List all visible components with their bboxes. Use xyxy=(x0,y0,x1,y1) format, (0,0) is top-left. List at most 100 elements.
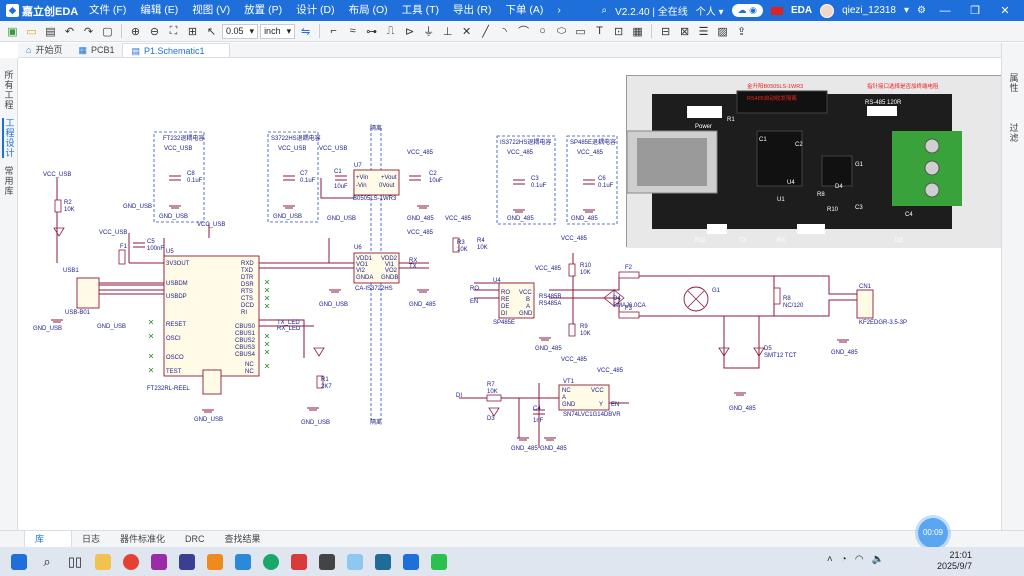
menu-export[interactable]: 导出 (R) xyxy=(453,4,492,16)
gnd-icon[interactable]: ⊥ xyxy=(442,25,453,38)
zoom-out-icon[interactable]: ⊖ xyxy=(149,25,160,38)
arc-icon[interactable]: ◝ xyxy=(502,25,507,38)
u4-body xyxy=(498,282,535,319)
search-icon[interactable]: ⌕ xyxy=(601,5,608,16)
tab-schematic1[interactable]: ▤P1.Schematic1 xyxy=(122,43,231,57)
menu-more-icon[interactable]: › xyxy=(557,4,561,16)
app-icon-4[interactable] xyxy=(230,551,256,573)
mode-select[interactable]: 个人 ▾ xyxy=(695,7,724,18)
stroke-width-select[interactable]: 0.05▾ xyxy=(222,23,259,39)
minimize-button[interactable]: — xyxy=(939,4,951,17)
tab-start[interactable]: ⌂开始页 xyxy=(18,43,70,57)
username[interactable]: qiezi_12318 xyxy=(842,5,896,16)
app-icon-6[interactable] xyxy=(314,551,340,573)
netlabel-icon[interactable]: ⎍ xyxy=(386,24,395,37)
left-tab-common-lib[interactable]: 常用库 xyxy=(4,166,14,196)
app-icon-1[interactable] xyxy=(146,551,172,573)
component-icon[interactable]: ⊟ xyxy=(661,25,671,38)
net-vcc-usb: VCC_USB xyxy=(99,230,127,236)
app-icon-8[interactable] xyxy=(370,551,396,573)
u6-pin: GNDA xyxy=(356,275,373,281)
bottom-tab-standardize[interactable]: 器件标准化 xyxy=(120,534,166,544)
u5-pin: TX_LED xyxy=(277,320,300,326)
table-icon[interactable]: ▦ xyxy=(632,25,643,38)
app-icon-2[interactable] xyxy=(174,551,200,573)
left-tab-all-projects[interactable]: 所有工程 xyxy=(4,70,14,110)
bus-entry-icon[interactable]: ⊶ xyxy=(366,25,378,38)
edge-icon[interactable] xyxy=(258,551,284,573)
menu-view[interactable]: 视图 (V) xyxy=(192,4,231,16)
network-icon[interactable]: ◔ xyxy=(840,554,847,565)
bus-icon[interactable]: ≈ xyxy=(349,25,356,37)
snap-icon[interactable]: ⇋ xyxy=(301,25,311,38)
bottom-tab-find-results[interactable]: 查找结果 xyxy=(224,534,261,544)
net-vcc-485: VCC_485 xyxy=(577,150,604,156)
cloud-status[interactable]: ☁ ◉ xyxy=(731,4,763,17)
power-icon[interactable]: ⏚ xyxy=(423,26,435,38)
avatar[interactable] xyxy=(820,3,835,18)
zoom-in-icon[interactable]: ⊕ xyxy=(130,25,141,38)
rect-icon[interactable]: ▭ xyxy=(575,25,586,38)
search-icon[interactable]: ⌕ xyxy=(43,553,51,569)
noconnect-icon[interactable]: ✕ xyxy=(462,25,472,38)
right-tab-properties[interactable]: 属性 xyxy=(1009,73,1019,93)
recording-timer[interactable]: 00:09 xyxy=(918,518,948,548)
left-tab-project-design[interactable]: 工程设计 xyxy=(2,118,16,158)
net-gnd-485: GND_485 xyxy=(540,446,567,452)
line-icon[interactable]: ╱ xyxy=(482,25,489,38)
app-icon-5[interactable] xyxy=(286,551,312,573)
u5-pin: TEST xyxy=(166,369,182,375)
wire-icon[interactable]: ⌐ xyxy=(330,25,337,37)
wifi-icon[interactable]: ◠ xyxy=(854,554,864,565)
image-icon[interactable]: ⊡ xyxy=(614,25,624,38)
system-clock[interactable]: 21:01 2025/9/7 xyxy=(937,550,972,572)
export-icon[interactable]: ⇪ xyxy=(737,25,747,38)
schematic-canvas[interactable]: FT232退耦电容 S3722HS退耦电容 IS3722HS退耦电容 SP485… xyxy=(19,58,1001,530)
close-button[interactable]: ✕ xyxy=(1000,5,1010,17)
netport-icon[interactable]: ⊳ xyxy=(405,25,415,38)
restore-button[interactable]: ❐ xyxy=(970,5,980,17)
chrome-icon[interactable] xyxy=(118,551,144,573)
undo-icon[interactable]: ↶ xyxy=(64,25,75,38)
align-icon[interactable]: ☰ xyxy=(698,25,709,38)
windows-start-icon[interactable] xyxy=(6,551,32,573)
chevron-up-icon[interactable]: ˄ xyxy=(826,554,833,565)
chevron-down-icon[interactable]: ▾ xyxy=(904,5,910,16)
pointer-icon[interactable]: ↖ xyxy=(206,25,217,38)
new-icon[interactable]: ▣ xyxy=(7,25,18,38)
menu-edit[interactable]: 编辑 (E) xyxy=(140,4,179,16)
library-icon[interactable]: ⊠ xyxy=(680,25,690,38)
grid-icon[interactable]: ⊞ xyxy=(187,25,198,38)
menu-place[interactable]: 放置 (P) xyxy=(244,4,283,16)
drc-icon[interactable]: ▨ xyxy=(717,25,728,38)
right-tab-filter[interactable]: 过滤 xyxy=(1009,123,1019,143)
menu-design[interactable]: 设计 (D) xyxy=(296,4,335,16)
file-explorer-icon[interactable] xyxy=(90,551,116,573)
speaker-icon[interactable]: 🔈 xyxy=(871,554,884,565)
circle-icon[interactable]: ○ xyxy=(539,25,546,37)
save-icon[interactable]: ▤ xyxy=(45,25,56,38)
app-icon-3[interactable] xyxy=(202,551,228,573)
bottom-tab-log[interactable]: 日志 xyxy=(82,534,101,544)
wechat-icon[interactable] xyxy=(426,551,452,573)
ellipse-icon[interactable]: ⬭ xyxy=(556,24,567,37)
r4-ref: R4 xyxy=(477,238,485,244)
task-view-icon[interactable]: ▯▯ xyxy=(67,553,83,569)
app-icon-7[interactable] xyxy=(342,551,368,573)
polyline-icon[interactable]: ⌒ xyxy=(518,26,530,38)
tab-pcb1[interactable]: ▦PCB1 xyxy=(70,43,122,57)
menu-order[interactable]: 下单 (A) xyxy=(505,4,544,16)
menu-layout[interactable]: 布局 (O) xyxy=(348,4,388,16)
bottom-tab-library[interactable]: 库 xyxy=(24,531,72,547)
menu-tools[interactable]: 工具 (T) xyxy=(401,4,439,16)
paste-icon[interactable]: ▢ xyxy=(102,25,113,38)
open-icon[interactable]: ▭ xyxy=(26,25,37,38)
redo-icon[interactable]: ↷ xyxy=(83,25,94,38)
bottom-tab-drc[interactable]: DRC xyxy=(185,534,205,544)
gear-icon[interactable]: ⚙ xyxy=(917,5,926,16)
fit-icon[interactable]: ⛶ xyxy=(169,24,178,37)
unit-select[interactable]: inch▾ xyxy=(260,23,296,39)
jlceda-taskbar-icon[interactable] xyxy=(398,551,424,573)
menu-file[interactable]: 文件 (F) xyxy=(89,4,127,16)
text-icon[interactable]: T xyxy=(596,25,603,37)
